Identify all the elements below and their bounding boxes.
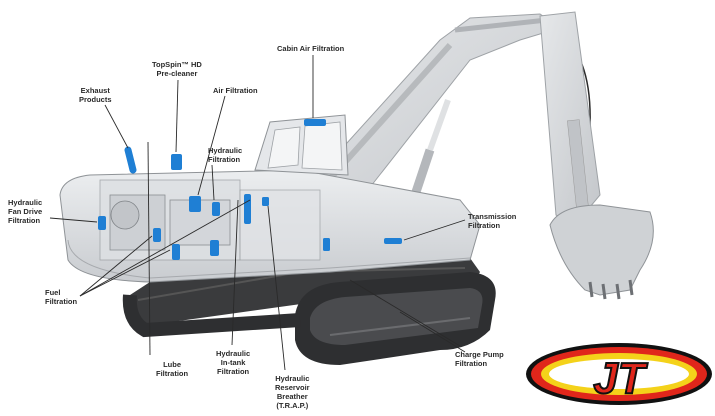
leader-lines bbox=[49, 55, 466, 371]
label-line: Transmission bbox=[468, 212, 517, 221]
label-line: Filtration bbox=[208, 155, 241, 164]
label-line: Exhaust bbox=[80, 86, 110, 95]
label-line: Fuel bbox=[45, 288, 61, 297]
label-line: Reservoir bbox=[275, 383, 310, 392]
jt-logo: JT bbox=[526, 343, 712, 405]
label-line: (T.R.A.P.) bbox=[276, 401, 309, 410]
label-line: Hydraulic bbox=[208, 146, 243, 155]
cabin-air-filter-part bbox=[304, 119, 326, 126]
label-line: Breather bbox=[276, 392, 308, 401]
label-air-filtration: Air Filtration bbox=[213, 86, 258, 95]
label-line: Hydraulic bbox=[275, 374, 310, 383]
operator-cab bbox=[254, 114, 349, 176]
air-filter-part bbox=[189, 196, 201, 212]
stick-arm bbox=[539, 11, 601, 226]
reservoir-breather-part bbox=[262, 197, 269, 206]
label-line: Filtration bbox=[455, 359, 488, 368]
bucket bbox=[549, 204, 654, 300]
label-line: Charge Pump bbox=[455, 350, 504, 359]
label-line: Filtration bbox=[217, 367, 250, 376]
label-line: Fan Drive bbox=[8, 207, 43, 216]
filter-components bbox=[98, 119, 402, 260]
label-line: Filtration bbox=[156, 369, 189, 378]
fuel-filter-part-1 bbox=[153, 228, 161, 242]
exhaust-filter-part bbox=[124, 146, 137, 174]
hydraulic-filter-secondary-part bbox=[244, 194, 251, 224]
in-tank-filter-part bbox=[210, 240, 219, 256]
label-line: Lube bbox=[163, 360, 181, 369]
label-line: Air Filtration bbox=[213, 86, 258, 95]
topspin-precleaner-part bbox=[171, 154, 182, 170]
transmission-filter-part bbox=[384, 238, 402, 244]
label-cabin-air-filtration: Cabin Air Filtration bbox=[277, 44, 344, 53]
label-line: Cabin Air Filtration bbox=[277, 44, 345, 53]
label-line: In-tank bbox=[220, 358, 246, 367]
label-line: Filtration bbox=[8, 216, 41, 225]
logo-text: JT bbox=[593, 354, 647, 403]
label-line: Hydraulic bbox=[216, 349, 251, 358]
label-line: Hydraulic bbox=[8, 198, 43, 207]
label-line: Filtration bbox=[45, 297, 78, 306]
label-line: Pre-cleaner bbox=[156, 69, 198, 78]
fan-drive-filter-part bbox=[98, 216, 106, 230]
hydraulic-filter-part bbox=[212, 202, 220, 216]
label-line: Filtration bbox=[468, 221, 501, 230]
fuel-filter-part-2 bbox=[172, 244, 180, 260]
label-line: TopSpin™ HD bbox=[152, 60, 202, 69]
label-line: Products bbox=[79, 95, 112, 104]
lube-filter-part bbox=[323, 238, 330, 251]
front-track bbox=[122, 272, 496, 365]
